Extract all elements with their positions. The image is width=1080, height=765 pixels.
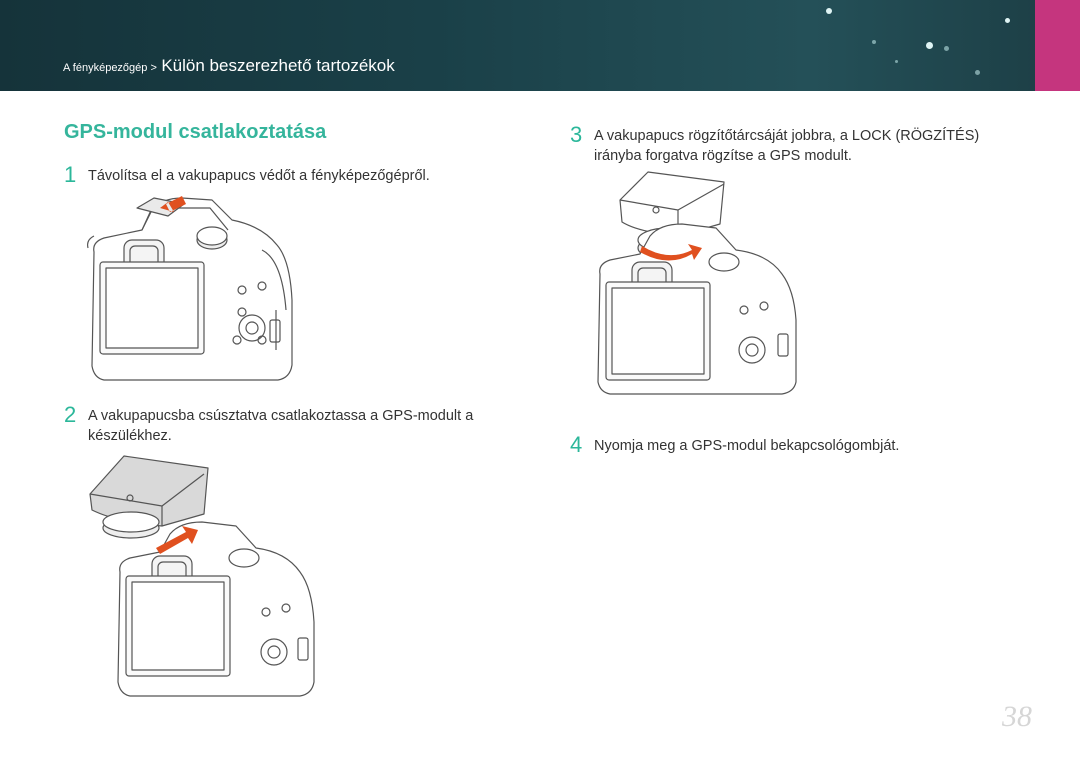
section-title: GPS-modul csatlakoztatása bbox=[64, 121, 327, 143]
chapter-header: A fényképezőgép > Külön beszerezhető tar… bbox=[0, 0, 1080, 91]
breadcrumb: A fényképezőgép > Külön beszerezhető tar… bbox=[63, 56, 395, 76]
sparkle-decoration bbox=[1005, 18, 1010, 23]
attach-arrow-icon bbox=[156, 526, 198, 554]
step-text-4: Nyomja meg a GPS-modul bekapcsológombját… bbox=[594, 438, 900, 454]
step-text-1: Távolítsa el a vakupapucs védőt a fényké… bbox=[88, 168, 430, 184]
sparkle-decoration bbox=[895, 60, 898, 63]
rotate-arrow-icon bbox=[640, 244, 702, 261]
sparkle-decoration bbox=[826, 8, 832, 14]
breadcrumb-parent[interactable]: A fényképezőgép > bbox=[63, 62, 157, 74]
page-number: 38 bbox=[1002, 700, 1032, 733]
sparkle-decoration bbox=[872, 40, 876, 44]
step-number-3: 3 bbox=[570, 122, 583, 147]
camera-lock-gps-illustration bbox=[597, 171, 797, 395]
sparkle-decoration bbox=[975, 70, 980, 75]
sparkle-decoration bbox=[944, 46, 949, 51]
step-number-1: 1 bbox=[64, 162, 77, 187]
chapter-tab bbox=[1035, 0, 1080, 91]
step-number-2: 2 bbox=[64, 402, 77, 427]
camera-remove-shoe-cover-illustration bbox=[87, 196, 293, 381]
sparkle-decoration bbox=[926, 42, 933, 49]
camera-attach-gps-illustration bbox=[89, 455, 315, 697]
step-text-2: A vakupapucsba csúsztatva csatlakoztassa… bbox=[88, 408, 474, 444]
step-text-3: A vakupapucs rögzítőtárcsáját jobbra, a … bbox=[594, 128, 980, 164]
step-number-4: 4 bbox=[570, 432, 583, 457]
breadcrumb-current: Külön beszerezhető tartozékok bbox=[161, 56, 395, 75]
remove-arrow-icon bbox=[160, 196, 186, 212]
